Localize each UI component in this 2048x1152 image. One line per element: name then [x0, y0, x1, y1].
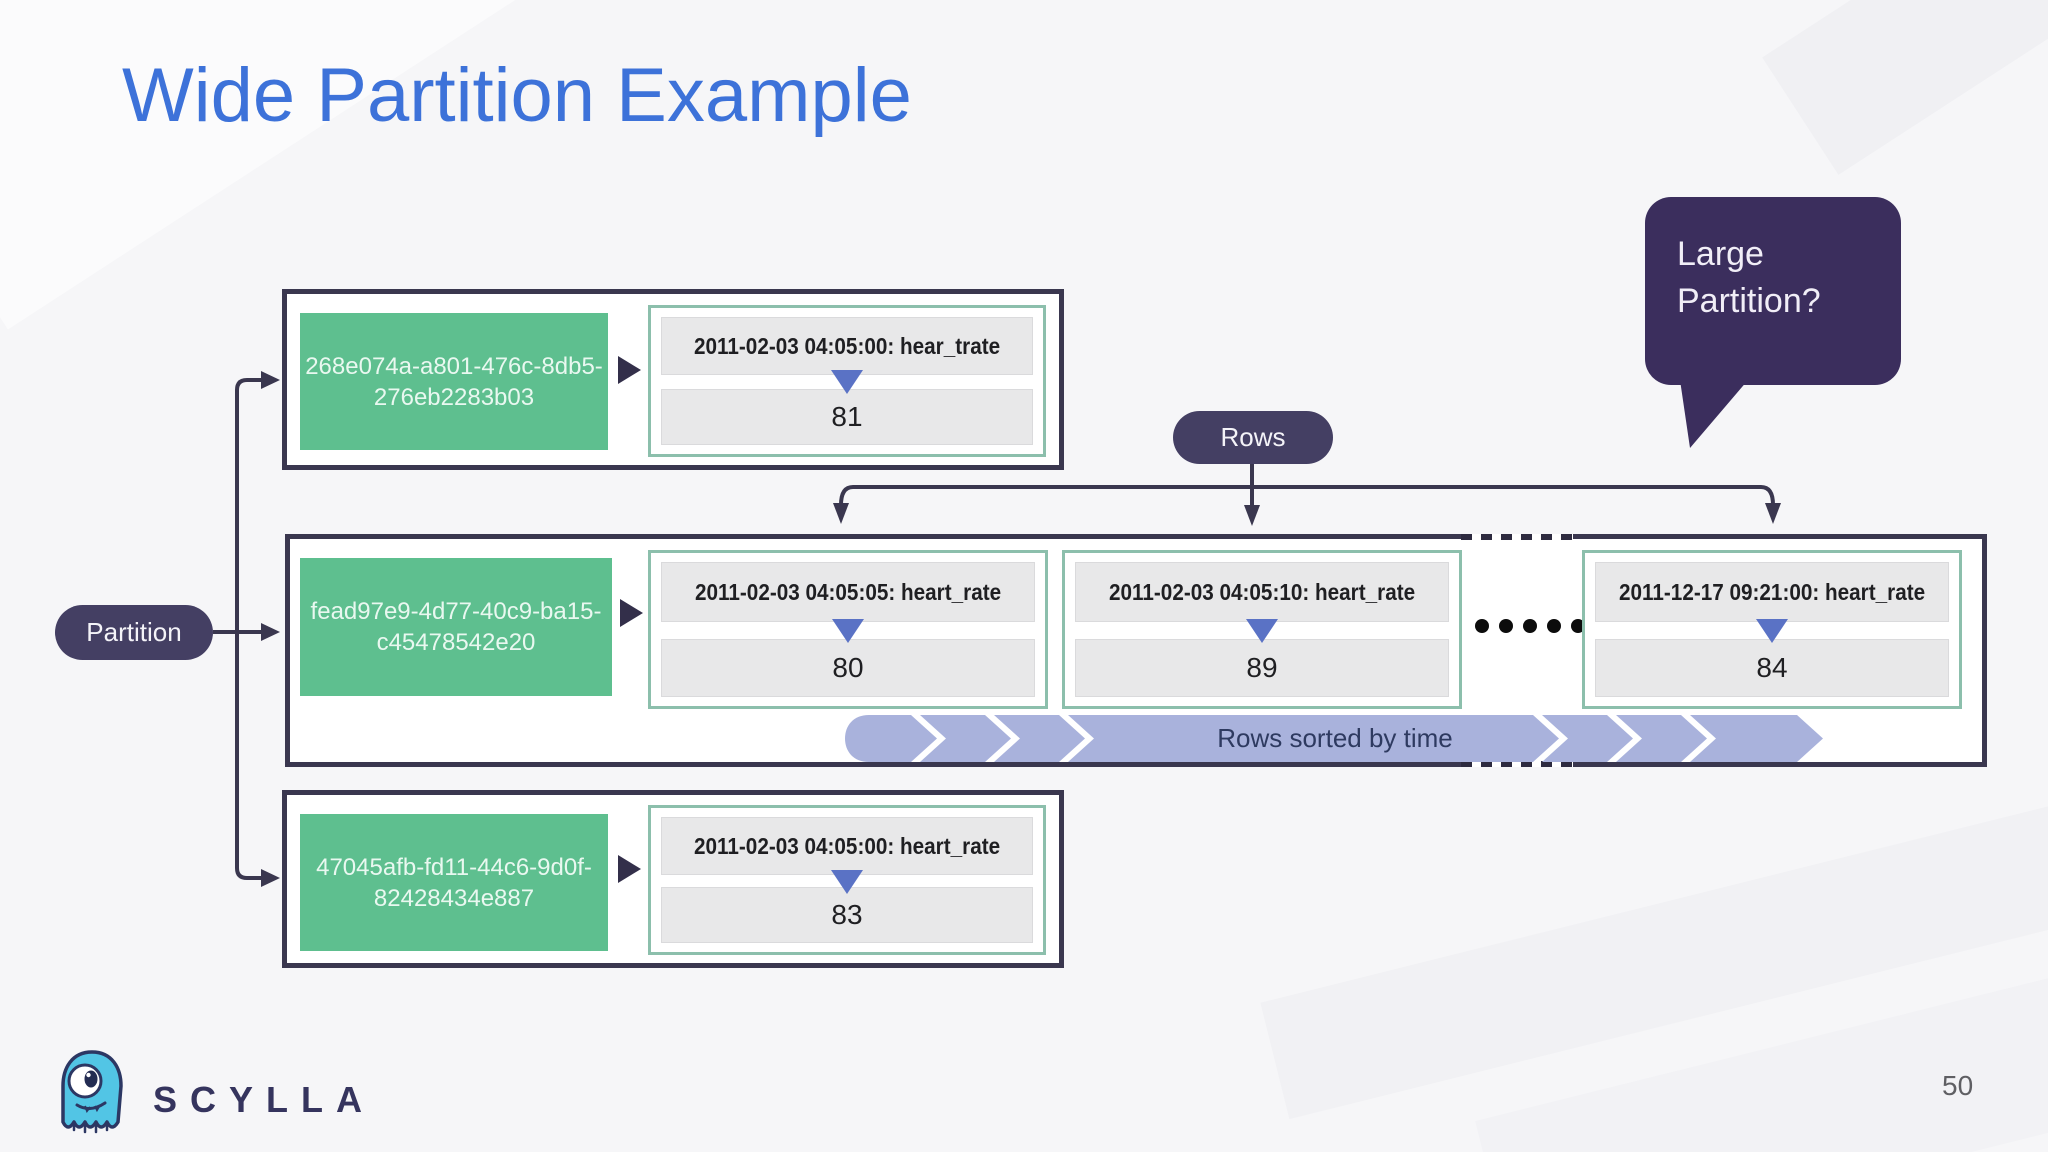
partition-key-line: 268e074a-a801-476c-8db5-: [305, 352, 603, 380]
partition-key-line: 82428434e887: [373, 884, 535, 912]
cell-value: 80: [661, 639, 1035, 697]
partition-key-2: fead97e9-4d77-40c9-ba15- c45478542e20: [300, 558, 612, 696]
callout-line1: Large: [1677, 235, 1764, 273]
cell-value: 84: [1595, 639, 1949, 697]
partition-connector-arrows: [213, 371, 280, 887]
dashed-border-bottom: [1461, 761, 1573, 767]
row-cell: 2011-02-03 04:05:05: heart_rate 80: [648, 550, 1048, 709]
cell-value: 83: [661, 887, 1033, 943]
cell-timestamp: 2011-02-03 04:05:00: heart_rate: [661, 817, 1033, 875]
dashed-border-top: [1461, 534, 1573, 540]
row-cell: 2011-12-17 09:21:00: heart_rate 84: [1582, 550, 1962, 709]
cell-timestamp: 2011-02-03 04:05:10: heart_rate: [1075, 562, 1449, 622]
partition-label-pill: Partition: [55, 605, 213, 660]
cell-value: 89: [1075, 639, 1449, 697]
rows-sorted-by-time-band: Rows sorted by time: [845, 715, 1830, 762]
partition-key-1: 268e074a-a801-476c-8db5- 276eb2283b03: [300, 313, 608, 450]
scylla-mascot-icon: [61, 1050, 123, 1134]
arrow-right-icon: [620, 599, 643, 627]
page-number: 50: [1942, 1070, 1974, 1101]
partition-key-line: 276eb2283b03: [373, 383, 535, 411]
arrow-right-icon: [618, 855, 641, 883]
background-stripe: [0, 0, 612, 330]
triangle-down-icon: [831, 370, 863, 394]
page-title: Wide Partition Example: [122, 53, 912, 138]
partition-key-3: 47045afb-fd11-44c6-9d0f- 82428434e887: [300, 814, 608, 951]
scylla-wordmark: SCYLLA: [153, 1079, 375, 1120]
chevron-band-graphic: [845, 715, 1823, 762]
cell-value: 81: [661, 389, 1033, 445]
partition-label: Partition: [86, 617, 182, 647]
partition-row-1: 268e074a-a801-476c-8db5- 276eb2283b03 20…: [282, 289, 1064, 470]
scylla-logo: SCYLLA: [55, 1048, 375, 1138]
partition-row-2-wide: fead97e9-4d77-40c9-ba15- c45478542e20 20…: [285, 534, 1987, 767]
large-partition-callout: Large Partition?: [1645, 197, 1901, 385]
background-stripe: [1260, 760, 2048, 1120]
background-stripe: [1762, 0, 2048, 175]
rows-label-pill: Rows: [1173, 411, 1333, 464]
cell-timestamp: 2011-02-03 04:05:05: heart_rate: [661, 562, 1035, 622]
cell-timestamp: 2011-02-03 04:05:00: hear_trate: [661, 317, 1033, 375]
cell-timestamp: 2011-12-17 09:21:00: heart_rate: [1595, 562, 1949, 622]
callout-tail: [1680, 380, 1748, 448]
row-cell: 2011-02-03 04:05:00: hear_trate 81: [648, 305, 1046, 457]
partition-key-line: 47045afb-fd11-44c6-9d0f-: [316, 853, 592, 881]
callout-line2: Partition?: [1677, 282, 1821, 320]
partition-key-line: fead97e9-4d77-40c9-ba15-: [310, 598, 602, 625]
rows-sorted-label: Rows sorted by time: [1217, 723, 1453, 753]
triangle-down-icon: [1756, 619, 1788, 643]
triangle-down-icon: [1246, 619, 1278, 643]
row-cell: 2011-02-03 04:05:10: heart_rate 89: [1062, 550, 1462, 709]
rows-label: Rows: [1220, 422, 1286, 452]
partition-key-line: c45478542e20: [376, 629, 536, 656]
triangle-down-icon: [832, 619, 864, 643]
partition-row-3: 47045afb-fd11-44c6-9d0f- 82428434e887 20…: [282, 790, 1064, 968]
ellipsis-dots: [1475, 619, 1585, 633]
background-stripe: [1475, 903, 2048, 1152]
triangle-down-icon: [831, 870, 863, 894]
arrow-right-icon: [618, 356, 641, 384]
row-cell: 2011-02-03 04:05:00: heart_rate 83: [648, 805, 1046, 955]
